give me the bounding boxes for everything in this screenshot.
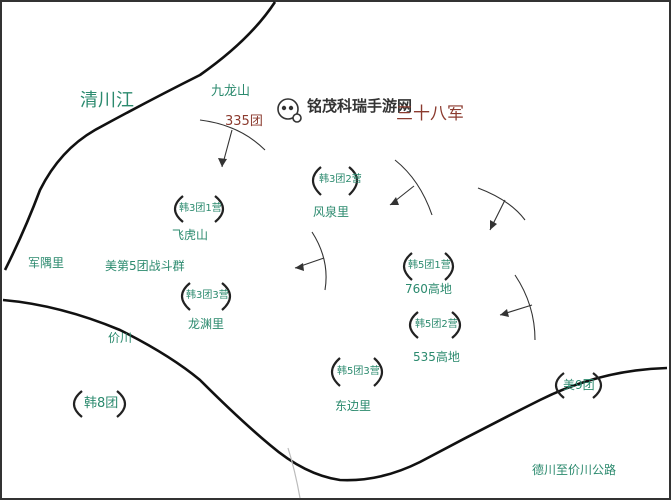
unit-us9-bracket <box>554 372 603 399</box>
unit-han5-1-bracket <box>402 252 455 281</box>
unit-han3-2-bracket <box>311 166 359 196</box>
unit-han5-3-bracket <box>330 357 384 387</box>
place-road: 德川至价川公路 <box>532 463 617 477</box>
army-label: 三十八军 <box>396 104 464 124</box>
place-feihushan: 飞虎山 <box>172 228 209 242</box>
place-longyuanli: 龙渊里 <box>188 317 225 331</box>
unit-us9: 美9团 <box>563 378 595 392</box>
attack-arc-1 <box>199 119 266 151</box>
unit-han3-1: 韩3团1营 <box>179 203 222 214</box>
place-us5-group: 美第5团战斗群 <box>105 259 185 273</box>
enemy-regiment-label: 335团 <box>225 114 263 129</box>
unit-han8-bracket <box>72 390 127 418</box>
unit-han5-1: 韩5团1营 <box>408 260 451 271</box>
arrowhead-2 <box>390 197 399 205</box>
attack-arc-3 <box>477 187 526 221</box>
place-fenquanli: 风泉里 <box>313 205 350 219</box>
unit-han3-1-bracket <box>173 195 225 223</box>
arrowhead-4 <box>295 263 304 271</box>
place-dongbianli: 东边里 <box>335 399 372 413</box>
place-jiechuan: 价川 <box>108 331 133 345</box>
unit-han5-3: 韩5团3营 <box>337 366 380 377</box>
unit-han3-3-bracket <box>180 282 232 311</box>
chat-bubble-icon <box>277 98 302 123</box>
unit-han8: 韩8团 <box>84 396 119 411</box>
unit-han3-2: 韩3团2营 <box>319 174 362 185</box>
boundary-line <box>2 298 668 482</box>
arrowhead-5 <box>500 309 509 317</box>
arrowhead-3 <box>490 220 497 230</box>
place-hill535: 535高地 <box>413 350 460 364</box>
road-line <box>287 447 301 499</box>
unit-han3-3: 韩3团3营 <box>186 290 229 301</box>
attack-arc-4 <box>311 231 327 291</box>
river-label: 清川江 <box>80 90 134 111</box>
place-hill760: 760高地 <box>405 282 452 296</box>
arrowhead-1 <box>218 158 227 167</box>
place-junyuli: 军隅里 <box>28 256 65 270</box>
attack-arc-2 <box>394 159 433 216</box>
mountain-label: 九龙山 <box>211 84 251 99</box>
river-line <box>3 1 277 271</box>
attack-arc-5 <box>514 274 536 341</box>
unit-han5-2: 韩5团2营 <box>415 319 458 330</box>
watermark-text: 铭茂科瑞手游网 <box>307 97 413 115</box>
unit-han5-2-bracket <box>408 311 462 339</box>
